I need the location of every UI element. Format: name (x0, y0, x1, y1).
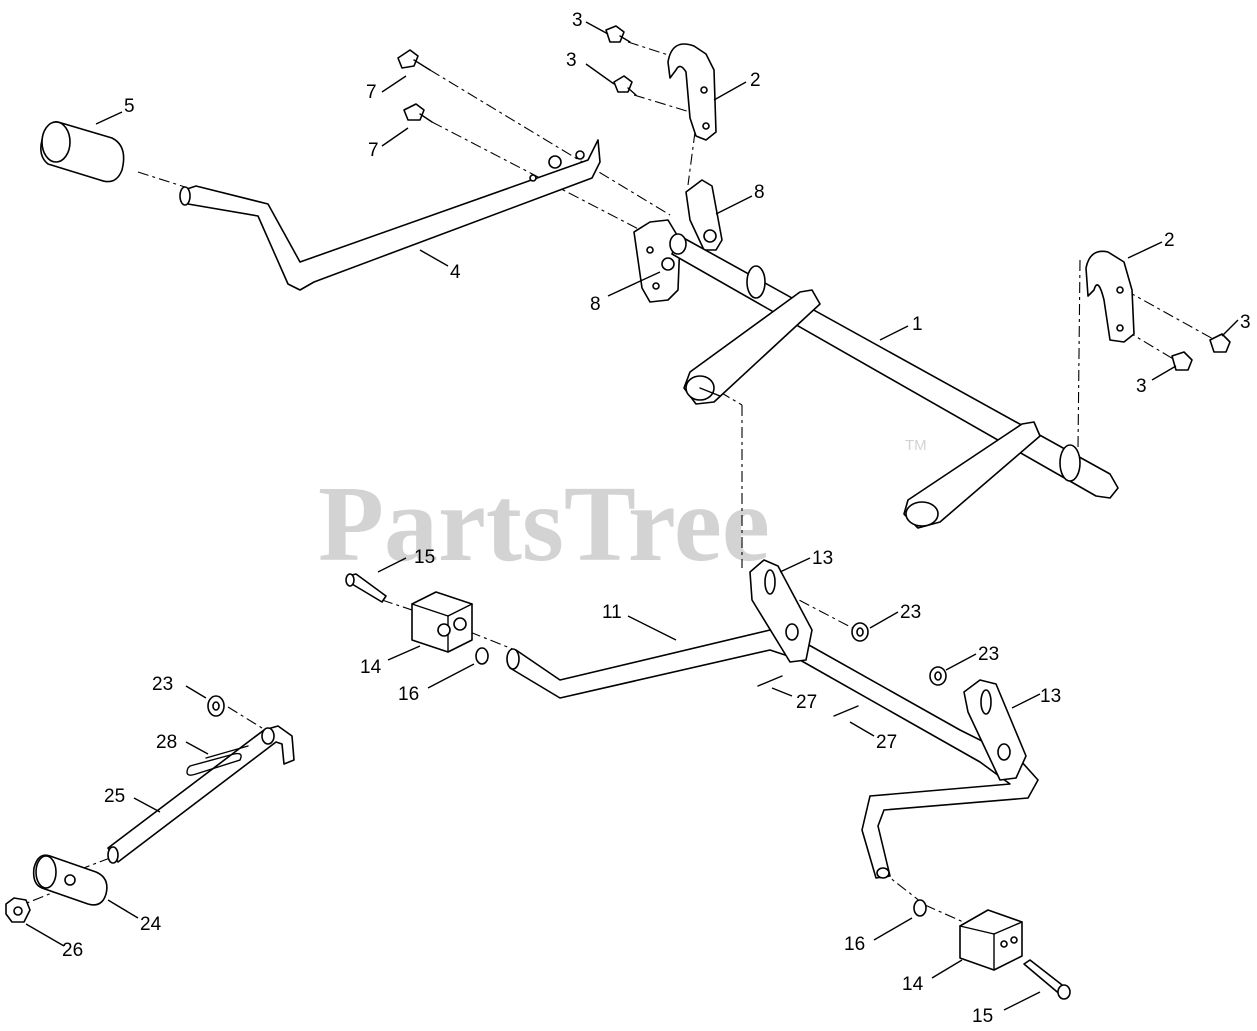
part-25-pedal-rod (107, 725, 295, 864)
part-11-link-rod (506, 629, 1039, 879)
callout-16: 16 (398, 684, 419, 705)
callout-11: 11 (602, 602, 622, 623)
callout-2: 2 (750, 70, 761, 91)
part-7-bolts (397, 49, 433, 123)
part-16-spacers (475, 647, 927, 917)
callout-13: 13 (812, 548, 833, 569)
callout-26: 26 (62, 940, 83, 961)
callout-8: 8 (754, 182, 765, 203)
watermark-trademark: TM (905, 437, 927, 454)
callout-25: 25 (104, 786, 125, 807)
part-24-sleeve (32, 854, 108, 906)
callout-13: 13 (1040, 686, 1061, 707)
part-28-hairpin-clip (186, 745, 249, 776)
part-14-blocks (411, 591, 1023, 971)
part-3-right-bolts (1171, 333, 1231, 371)
callout-2: 2 (1164, 230, 1175, 251)
callout-leaders (25, 21, 1239, 1011)
callout-23: 23 (978, 644, 999, 665)
part-2-hook-right (1085, 250, 1135, 343)
part-3-upper-bolts (605, 25, 637, 96)
callout-3: 3 (1240, 312, 1251, 333)
callout-15: 15 (972, 1006, 993, 1027)
part-15-pins (345, 573, 1071, 1000)
callout-24: 24 (140, 914, 162, 935)
callout-23: 23 (900, 602, 921, 623)
callout-27: 27 (796, 692, 817, 713)
callout-3: 3 (566, 50, 577, 71)
callout-14: 14 (902, 974, 924, 995)
callout-7: 7 (368, 140, 379, 161)
callout-4: 4 (450, 262, 461, 283)
callout-27: 27 (876, 732, 897, 753)
callout-8: 8 (590, 294, 601, 315)
callout-15: 15 (414, 547, 435, 568)
callout-7: 7 (366, 82, 377, 103)
part-4-lift-handle (179, 139, 601, 291)
part-26-nut (5, 897, 31, 923)
watermark-text: PartsTree (318, 465, 770, 584)
callout-5: 5 (124, 96, 135, 117)
part-8-mount-plates (633, 179, 723, 303)
callout-28: 28 (156, 732, 177, 753)
part-23-washers (207, 622, 947, 717)
callout-14: 14 (360, 657, 382, 678)
callout-23: 23 (152, 674, 173, 695)
callout-labels: 3 3 2 7 7 5 8 8 4 2 3 3 1 13 15 11 23 14… (62, 10, 1251, 1027)
callout-3: 3 (572, 10, 583, 31)
part-13-brackets (749, 559, 1027, 781)
part-1-lift-shaft (669, 233, 1119, 529)
callout-16: 16 (844, 934, 865, 955)
part-5-handle-grip (40, 121, 125, 183)
callout-1: 1 (912, 314, 923, 335)
callout-3: 3 (1136, 376, 1147, 397)
part-27-cotter-pins (757, 675, 859, 717)
part-2-hook-upper (667, 43, 717, 141)
